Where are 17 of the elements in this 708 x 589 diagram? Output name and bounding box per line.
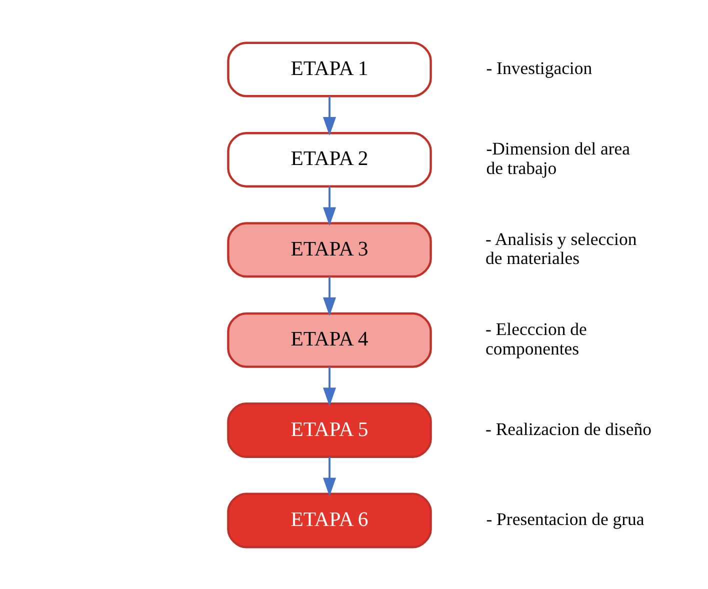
node-label: -Dimension del area de trabajo bbox=[486, 138, 630, 178]
node-label: - Realizacion de diseño bbox=[485, 418, 652, 438]
node-label: - Investigacion bbox=[486, 58, 592, 78]
arrow bbox=[322, 96, 336, 136]
node-box: ETAPA 2 bbox=[227, 132, 432, 187]
node-box: ETAPA 3 bbox=[227, 222, 432, 278]
arrow bbox=[322, 276, 336, 316]
node-label: - Analisis y seleccion de materiales bbox=[485, 228, 637, 268]
node-label: - Presentacion de grua bbox=[486, 508, 644, 529]
arrow bbox=[322, 366, 336, 406]
node-box: ETAPA 6 bbox=[227, 492, 432, 548]
node-box: ETAPA 1 bbox=[227, 41, 432, 97]
arrow bbox=[322, 186, 336, 226]
arrow bbox=[322, 456, 336, 496]
node-label: - Elecccion de componentes bbox=[485, 318, 587, 358]
node-box: ETAPA 4 bbox=[227, 312, 432, 368]
node-box: ETAPA 5 bbox=[227, 402, 432, 458]
